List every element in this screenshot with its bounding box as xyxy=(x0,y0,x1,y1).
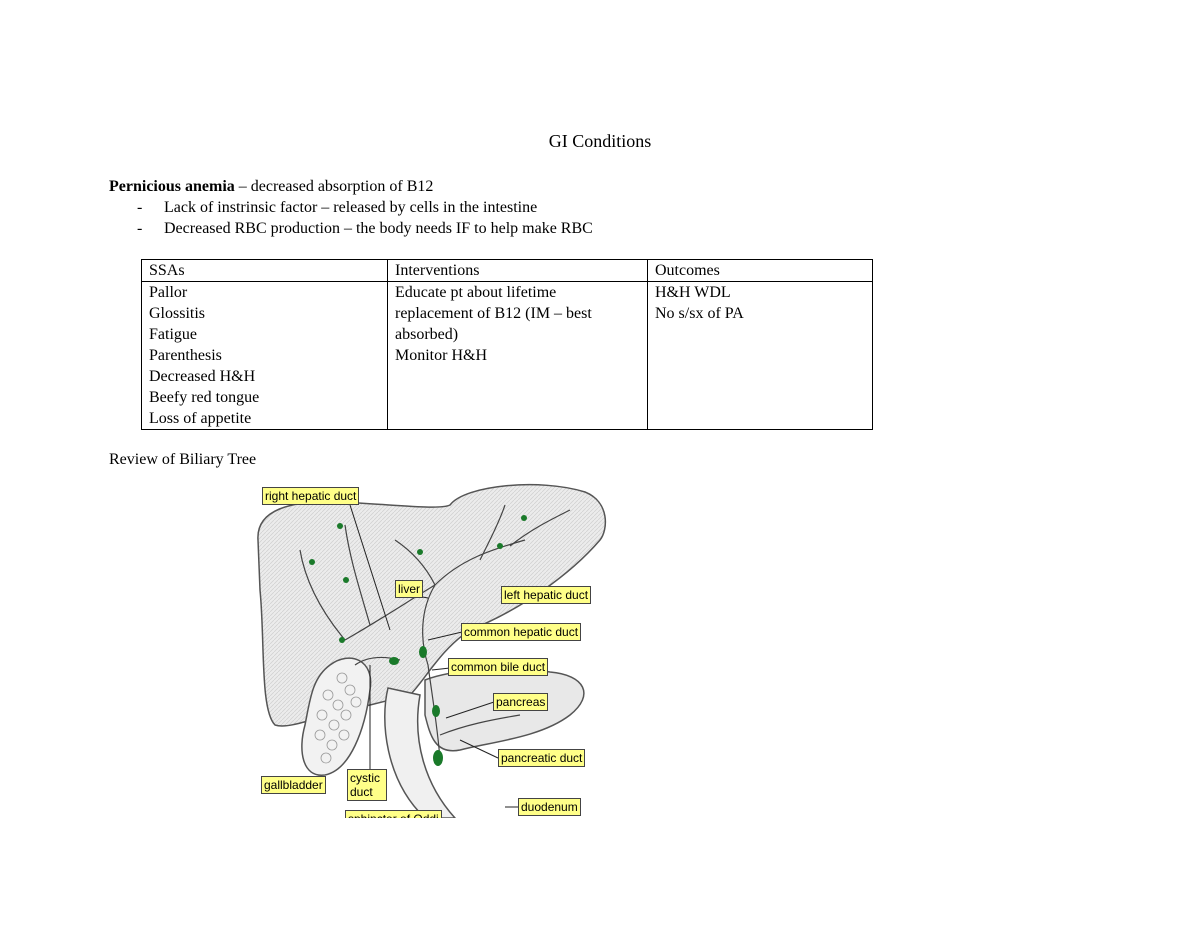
bullet-dash: - xyxy=(137,220,143,237)
section-heading: Review of Biliary Tree xyxy=(109,451,257,468)
ssa-item: Glossitis xyxy=(149,305,206,322)
table-header-row: SSAs Interventions Outcomes xyxy=(141,259,873,282)
condition-term: Pernicious anemia xyxy=(109,178,235,195)
ssa-item: Beefy red tongue xyxy=(149,389,260,406)
biliary-tree-diagram: right hepatic duct liver left hepatic du… xyxy=(250,480,608,818)
care-plan-table: SSAs Interventions Outcomes Pallor Gloss… xyxy=(141,259,873,430)
intervention-line: replacement of B12 (IM – best xyxy=(395,305,592,322)
intervention-line: absorbed) xyxy=(395,326,459,343)
table-row: Pallor Glossitis Fatigue Parenthesis Dec… xyxy=(141,281,873,430)
header-outcomes: Outcomes xyxy=(647,259,873,282)
ssa-item: Fatigue xyxy=(149,326,197,343)
label-sphincter-of-oddi: sphincter of Oddi xyxy=(345,810,442,818)
label-right-hepatic-duct: right hepatic duct xyxy=(262,487,360,505)
label-common-hepatic-duct: common hepatic duct xyxy=(461,623,582,641)
gallbladder-shape xyxy=(301,657,372,776)
outcome-item: No s/sx of PA xyxy=(655,305,744,322)
label-liver: liver xyxy=(395,580,424,598)
page-title: GI Conditions xyxy=(548,131,652,151)
label-gallbladder: gallbladder xyxy=(261,776,326,794)
intervention-line: Monitor H&H xyxy=(395,347,487,364)
label-left-hepatic-duct: left hepatic duct xyxy=(501,586,592,604)
ssas-cell: Pallor Glossitis Fatigue Parenthesis Dec… xyxy=(141,281,388,430)
condition-definition: – decreased absorption of B12 xyxy=(234,178,434,195)
ssa-item: Loss of appetite xyxy=(149,410,252,427)
interventions-cell: Educate pt about lifetime replacement of… xyxy=(387,281,648,430)
bullet-list: - Lack of instrinsic factor – released by… xyxy=(109,197,593,239)
bullet-text: Decreased RBC production – the body need… xyxy=(164,220,593,237)
label-cystic-duct: cystic duct xyxy=(347,769,387,801)
ssa-item: Pallor xyxy=(149,284,188,301)
bullet-dash: - xyxy=(137,199,143,216)
label-pancreas: pancreas xyxy=(493,693,549,711)
ssa-item: Parenthesis xyxy=(149,347,222,364)
biliary-illustration xyxy=(257,483,607,818)
ssa-item: Decreased H&H xyxy=(149,368,256,385)
bullet-item: - Lack of instrinsic factor – released by… xyxy=(109,197,593,218)
label-common-bile-duct: common bile duct xyxy=(448,658,549,676)
bullet-text: Lack of instrinsic factor – released by … xyxy=(164,199,538,216)
header-ssas: SSAs xyxy=(141,259,388,282)
bullet-item: - Decreased RBC production – the body nee… xyxy=(109,218,593,239)
outcome-item: H&H WDL xyxy=(655,284,731,301)
duodenum-shape xyxy=(384,687,457,818)
label-duodenum: duodenum xyxy=(518,798,581,816)
label-pancreatic-duct: pancreatic duct xyxy=(498,749,586,767)
intervention-line: Educate pt about lifetime xyxy=(395,284,557,301)
intro-line: Pernicious anemia – decreased absorption… xyxy=(109,176,433,197)
outcomes-cell: H&H WDL No s/sx of PA xyxy=(647,281,873,430)
header-interventions: Interventions xyxy=(387,259,648,282)
